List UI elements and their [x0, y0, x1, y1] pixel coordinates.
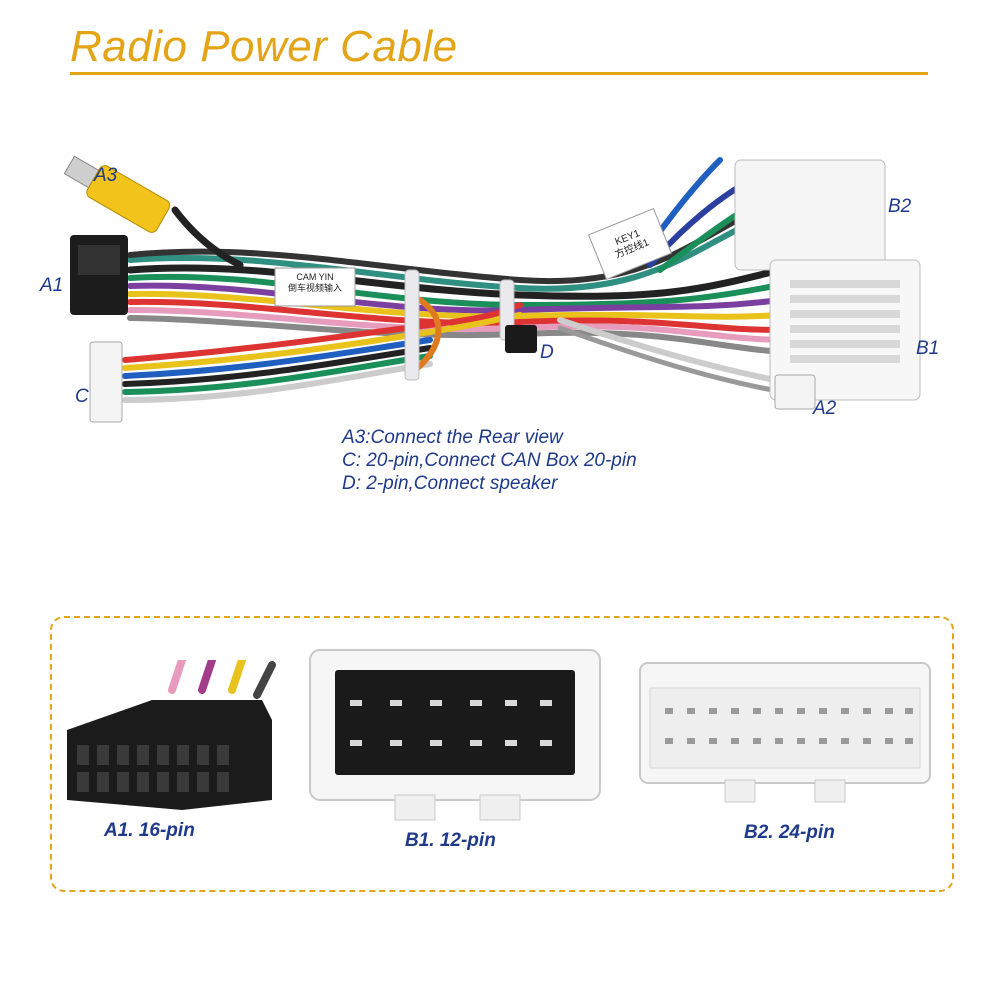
- title-underline: [70, 72, 928, 75]
- caption-a1: A1. 16-pin: [104, 820, 195, 841]
- tag-cam-yin-line2: 倒车视频输入: [287, 283, 342, 293]
- connector-b1-image: [309, 649, 601, 821]
- connector-b2-image: [639, 662, 931, 803]
- tag-cam-yin: CAM YIN 倒车视频输入: [280, 272, 350, 294]
- label-b2: B2: [888, 196, 912, 217]
- label-a3: A3: [94, 165, 118, 186]
- caption-b2: B2. 24-pin: [744, 822, 835, 843]
- label-c: C: [75, 386, 89, 407]
- note-a3: A3:Connect the Rear view: [342, 427, 563, 448]
- label-b1: B1: [916, 338, 940, 359]
- caption-b1: B1. 12-pin: [405, 830, 496, 851]
- connector-detail-frame: [50, 616, 954, 892]
- label-a1: A1: [40, 275, 64, 296]
- cable-harness-image: [63, 155, 921, 423]
- note-c: C: 20-pin,Connect CAN Box 20-pin: [342, 450, 637, 471]
- tag-cam-yin-line1: CAM YIN: [296, 272, 334, 282]
- connection-notes: A3:Connect the Rear view C: 20-pin,Conne…: [342, 426, 637, 495]
- page-title: Radio Power Cable: [70, 22, 458, 71]
- note-d: D: 2-pin,Connect speaker: [342, 473, 558, 494]
- label-d: D: [540, 342, 554, 363]
- label-a2: A2: [813, 398, 837, 419]
- connector-a1-image: [67, 660, 276, 810]
